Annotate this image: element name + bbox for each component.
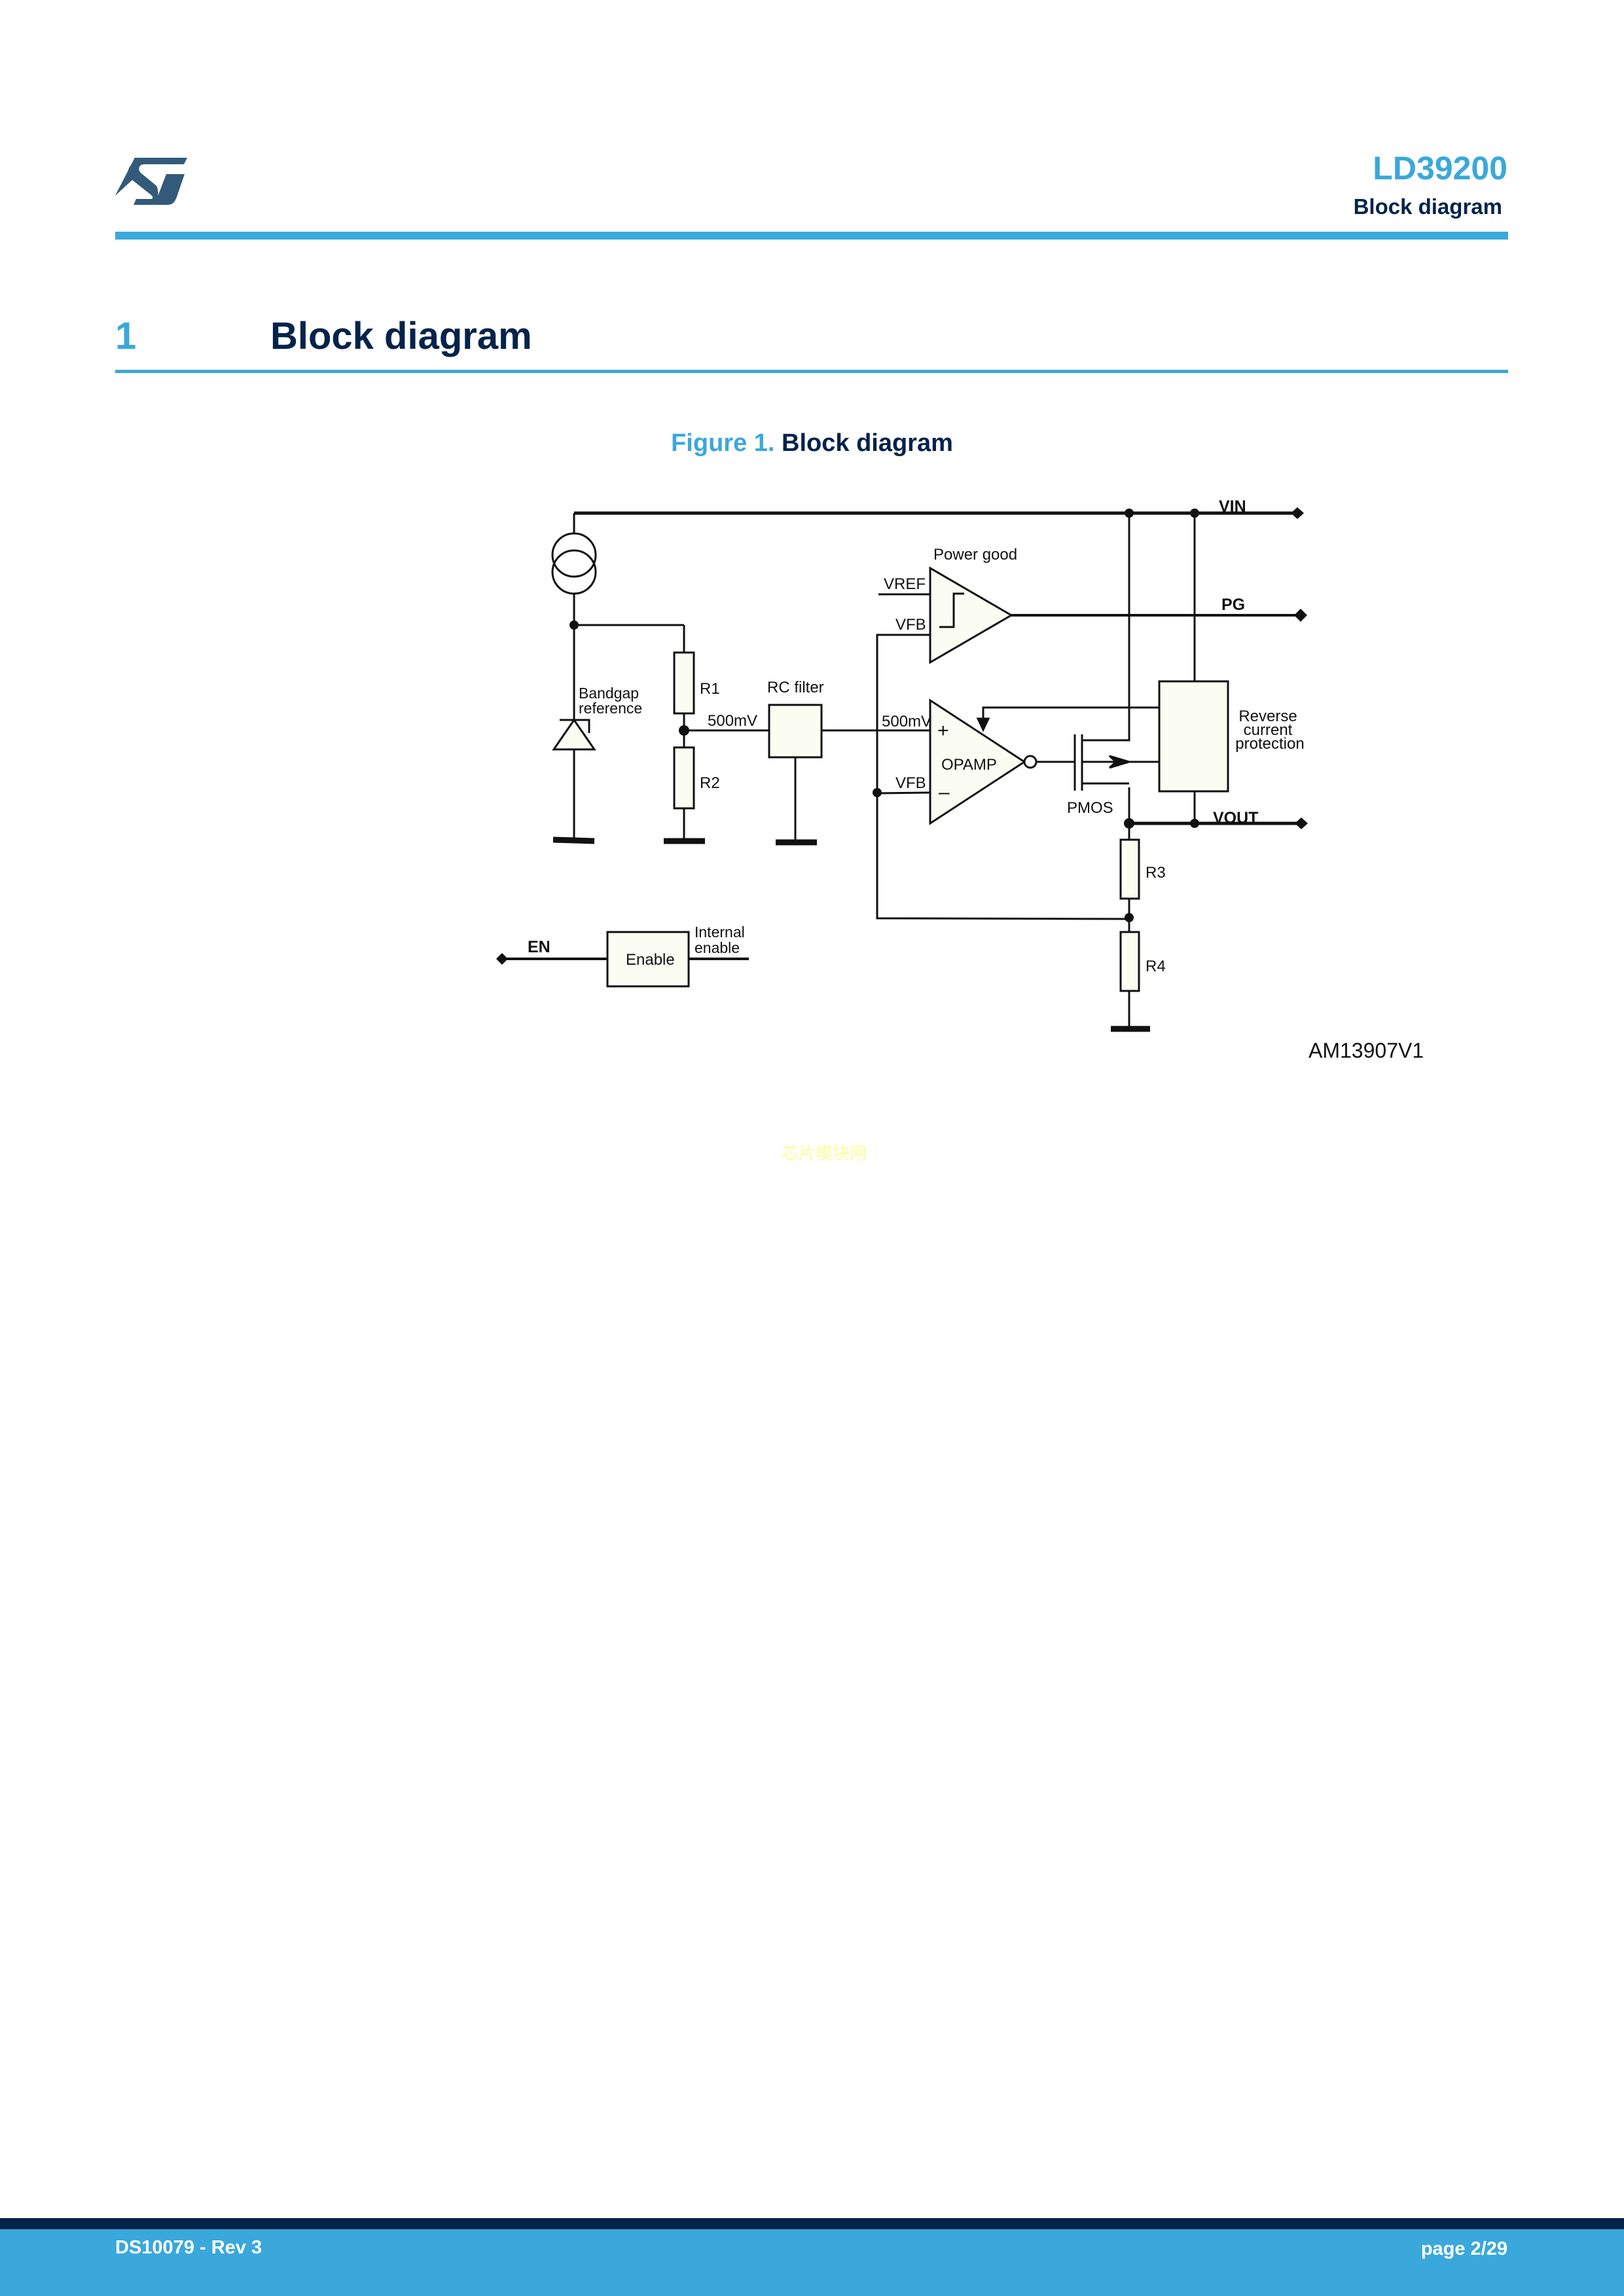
- r3-label: R3: [1146, 864, 1166, 882]
- internal-enable-label-2: enable: [695, 939, 740, 956]
- junction-dot: [1125, 913, 1134, 922]
- current-source-circle: [551, 532, 597, 578]
- junction-dot: [1190, 509, 1199, 518]
- junction-dot: [1125, 509, 1134, 518]
- pmos-label: PMOS: [1067, 799, 1113, 817]
- vin-label: VIN: [1219, 497, 1246, 516]
- vfb-pg-label: VFB: [895, 616, 926, 634]
- rc-filter-label: RC filter: [767, 679, 824, 696]
- footer-dark-bar: [0, 2218, 1624, 2229]
- vfb-bus: [876, 634, 1128, 920]
- footer-bar: [0, 2229, 1624, 2296]
- footer-doc-id: DS10079 - Rev 3: [115, 2237, 262, 2258]
- enable-label: Enable: [626, 951, 675, 969]
- resistor-r4: [1119, 931, 1140, 992]
- vin-pin-icon: [1291, 507, 1304, 519]
- arrow-head: [976, 717, 990, 732]
- footer-page-number: page 2/29: [1420, 2238, 1507, 2259]
- block-diagram: VIN PG VOUT EN Power good VREF VFB VFB B…: [496, 497, 1424, 1062]
- pg-label: PG: [1221, 596, 1245, 614]
- opamp: [929, 698, 1026, 825]
- section-title: Block diagram: [270, 315, 532, 357]
- vout-pin-icon: [1295, 817, 1308, 829]
- rcp-label-1: Reverse: [1238, 708, 1297, 725]
- rcp-label-2: current: [1244, 721, 1293, 739]
- header-section-name: Block diagram: [1353, 194, 1502, 219]
- en-pin-icon: [496, 953, 508, 965]
- junction-dot: [1124, 818, 1134, 829]
- header-rule: [115, 232, 1508, 240]
- st-logo-icon: [115, 158, 187, 205]
- power-good-comparator: [929, 566, 1013, 664]
- header-product-name: LD39200: [1373, 150, 1507, 187]
- wire: [982, 706, 1159, 722]
- r4-label: R4: [1146, 958, 1166, 975]
- rc-filter-block: [768, 704, 823, 759]
- junction-dot: [873, 788, 882, 797]
- resistor-r2: [673, 746, 695, 810]
- r1-label: R1: [700, 680, 720, 698]
- section-rule: [115, 370, 1508, 373]
- junction-dot: [1190, 819, 1199, 828]
- resistor-r1: [673, 651, 695, 715]
- pmos-source: [1082, 513, 1130, 742]
- bandgap-label-2: reference: [579, 700, 642, 717]
- watermark: 芯片模块网: [782, 1143, 867, 1163]
- vref-label: VREF: [884, 575, 926, 593]
- reverse-current-protection-block: [1158, 680, 1229, 793]
- rcp-label-3: protection: [1235, 735, 1304, 753]
- vfb-amp-label: VFB: [895, 774, 926, 792]
- junction-dot: [679, 725, 689, 736]
- power-good-label: Power good: [933, 546, 1017, 564]
- en-label: EN: [528, 938, 550, 956]
- figure-number: Figure 1.: [671, 429, 775, 457]
- vout-label: VOUT: [1213, 809, 1258, 827]
- r2-label: R2: [700, 774, 720, 792]
- pmos-arrow: [1108, 755, 1133, 769]
- figure-caption: Figure 1. Block diagram: [0, 429, 1624, 457]
- internal-enable-label-1: Internal: [695, 924, 745, 941]
- opamp-plus-label: +: [937, 720, 949, 742]
- bandgap-diode-bar: [560, 719, 590, 733]
- junction-dot: [569, 620, 579, 630]
- pg-pin-icon: [1294, 609, 1307, 622]
- voltage-label-left: 500mV: [708, 712, 757, 730]
- section-number: 1: [115, 315, 137, 357]
- opamp-minus-label: –: [939, 781, 950, 803]
- resistor-r3: [1119, 838, 1140, 900]
- figure-title: Block diagram: [782, 429, 953, 457]
- bandgap-label: Bandgap: [579, 685, 639, 702]
- hysteresis-symbol: [939, 592, 964, 628]
- figure-id: AM13907V1: [1308, 1039, 1424, 1062]
- opamp-inverting-output: [1023, 755, 1038, 769]
- voltage-label-right: 500mV: [882, 713, 931, 730]
- opamp-label: OPAMP: [941, 756, 997, 774]
- ground: [552, 836, 595, 844]
